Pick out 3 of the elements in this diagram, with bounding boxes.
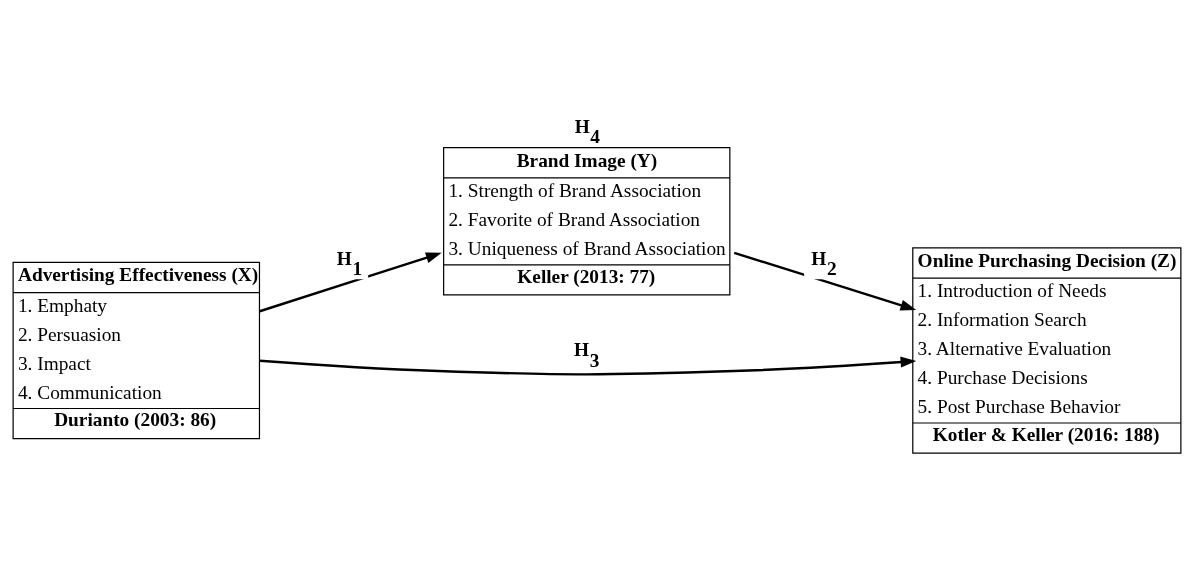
arrow <box>259 356 917 376</box>
arrow <box>259 252 442 313</box>
arrow <box>733 251 917 311</box>
